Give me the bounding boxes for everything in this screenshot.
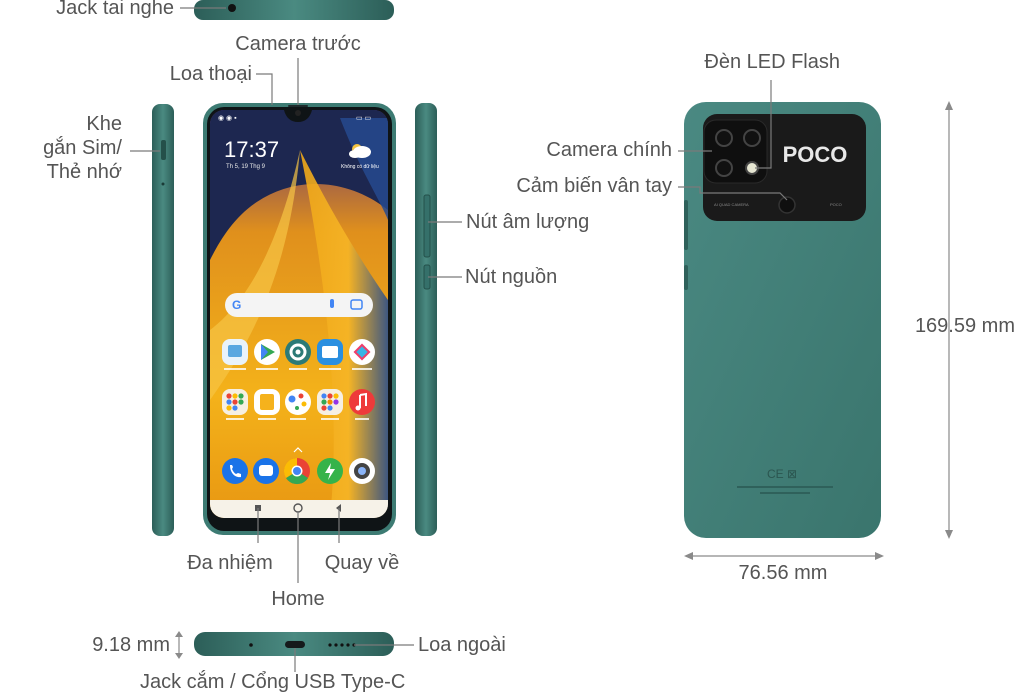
lens-depth-icon bbox=[743, 129, 761, 147]
dock bbox=[222, 457, 375, 485]
file-manager-icon[interactable] bbox=[317, 339, 343, 365]
bottom-edge-view bbox=[175, 631, 414, 672]
chrome-icon[interactable] bbox=[283, 457, 310, 485]
microphone-hole bbox=[249, 643, 253, 647]
assistant-icon[interactable] bbox=[285, 389, 311, 415]
power-button-label: Nút nguồn bbox=[465, 266, 558, 288]
volume-button-label: Nút âm lượng bbox=[466, 211, 590, 233]
left-side-view bbox=[152, 104, 174, 536]
front-view: ◉ ◉ ▪ ▭ ▭ 17:37 Th 5, 19 Thg 9 Không có … bbox=[203, 103, 396, 535]
loudspeaker-label: Loa ngoài bbox=[418, 634, 506, 656]
camera-island bbox=[703, 119, 768, 184]
weather-cloud-icon bbox=[349, 144, 371, 158]
phone-spec-diagram: ◉ ◉ ▪ ▭ ▭ 17:37 Th 5, 19 Thg 9 Không có … bbox=[130, 0, 953, 672]
lens-icon[interactable] bbox=[350, 299, 363, 310]
clock-time: 17:37 bbox=[224, 137, 279, 162]
google-folder-icon[interactable] bbox=[222, 389, 248, 415]
height-dimension-label: 169.59 mm bbox=[914, 315, 1015, 337]
headphone-jack-hole bbox=[228, 4, 236, 12]
app-row-1-captions bbox=[224, 368, 372, 370]
lens-macro-icon bbox=[715, 159, 733, 177]
theme-icon[interactable] bbox=[349, 339, 375, 365]
gallery-icon[interactable] bbox=[222, 339, 248, 365]
notes-icon[interactable] bbox=[254, 389, 280, 415]
multitask-label: Đa nhiệm bbox=[187, 552, 273, 574]
back-view: POCO AI QUAD CAMERA POCO CE ⊠ bbox=[684, 102, 881, 538]
earpiece-label: Loa thoại bbox=[169, 63, 252, 85]
led-flash-leader bbox=[755, 80, 772, 169]
clock-date: Th 5, 19 Thg 9 bbox=[226, 164, 266, 170]
weather-note: Không có dữ liệu bbox=[341, 164, 379, 170]
app-drawer-chevron-icon[interactable] bbox=[293, 447, 303, 453]
fingerprint-leader bbox=[678, 186, 788, 201]
usb-c-port bbox=[285, 641, 305, 648]
camera-lenses bbox=[715, 129, 761, 177]
home-label: Home bbox=[271, 588, 325, 610]
back-leaders bbox=[678, 80, 788, 201]
camera-text-right: POCO bbox=[830, 202, 842, 207]
sim-tray bbox=[161, 140, 166, 160]
regulatory-text-line-2 bbox=[760, 492, 810, 494]
app-row-2-captions bbox=[226, 418, 369, 420]
back-label: Quay về bbox=[324, 552, 400, 574]
mic-icon[interactable] bbox=[330, 299, 334, 308]
app-row-2 bbox=[222, 389, 375, 415]
main-camera-label: Camera chính bbox=[546, 139, 672, 161]
front-camera-label: Camera trước bbox=[235, 33, 361, 55]
earpiece-leader bbox=[256, 73, 273, 105]
left-side-body bbox=[152, 104, 174, 536]
music-icon[interactable] bbox=[349, 389, 375, 415]
fingerprint-sensor bbox=[778, 196, 796, 214]
play-store-icon[interactable] bbox=[254, 339, 280, 365]
height-dimension bbox=[945, 101, 953, 539]
settings-icon[interactable] bbox=[285, 339, 311, 365]
search-bar[interactable]: G bbox=[225, 293, 373, 317]
app-row-1 bbox=[222, 339, 375, 365]
certification-marks: CE ⊠ bbox=[767, 467, 797, 481]
regulatory-text-line-1 bbox=[737, 486, 833, 488]
headphone-jack-label: Jack tai nghe bbox=[56, 0, 174, 19]
top-edge-body bbox=[194, 0, 394, 20]
messages-icon[interactable] bbox=[253, 458, 279, 484]
usb-port-label: Jack cắm / Cổng USB Type-C bbox=[140, 671, 406, 693]
google-logo: G bbox=[232, 298, 241, 312]
fingerprint-label: Cảm biến vân tay bbox=[516, 175, 672, 197]
width-dimension bbox=[684, 552, 884, 560]
width-dimension-label: 76.56 mm bbox=[738, 562, 828, 584]
status-icons-right: ▭ ▭ bbox=[356, 115, 371, 122]
front-camera-lens bbox=[295, 110, 301, 116]
right-side-body bbox=[415, 103, 437, 536]
front-leaders bbox=[130, 58, 462, 583]
camera-text: AI QUAD CAMERA bbox=[714, 202, 749, 207]
top-edge-view bbox=[180, 0, 394, 20]
sim-eject-pin-hole bbox=[161, 182, 165, 186]
tools-folder-icon[interactable] bbox=[317, 389, 343, 415]
front-screen bbox=[210, 110, 388, 518]
sim-slot-label: Khe gắn Sim/ Thẻ nhớ bbox=[43, 113, 122, 183]
lens-main-icon bbox=[715, 129, 733, 147]
thickness-dimension-label: 9.18 mm bbox=[92, 634, 170, 656]
camera-app-icon[interactable] bbox=[349, 458, 375, 484]
phone-icon[interactable] bbox=[222, 458, 248, 484]
status-icons-left: ◉ ◉ ▪ bbox=[218, 115, 237, 122]
security-icon[interactable] bbox=[317, 458, 343, 484]
right-side-view bbox=[415, 103, 437, 536]
led-flash-label: Đèn LED Flash bbox=[704, 51, 840, 73]
earpiece-grille bbox=[288, 105, 308, 107]
volume-rocker bbox=[423, 194, 431, 258]
poco-logo: POCO bbox=[783, 142, 848, 167]
